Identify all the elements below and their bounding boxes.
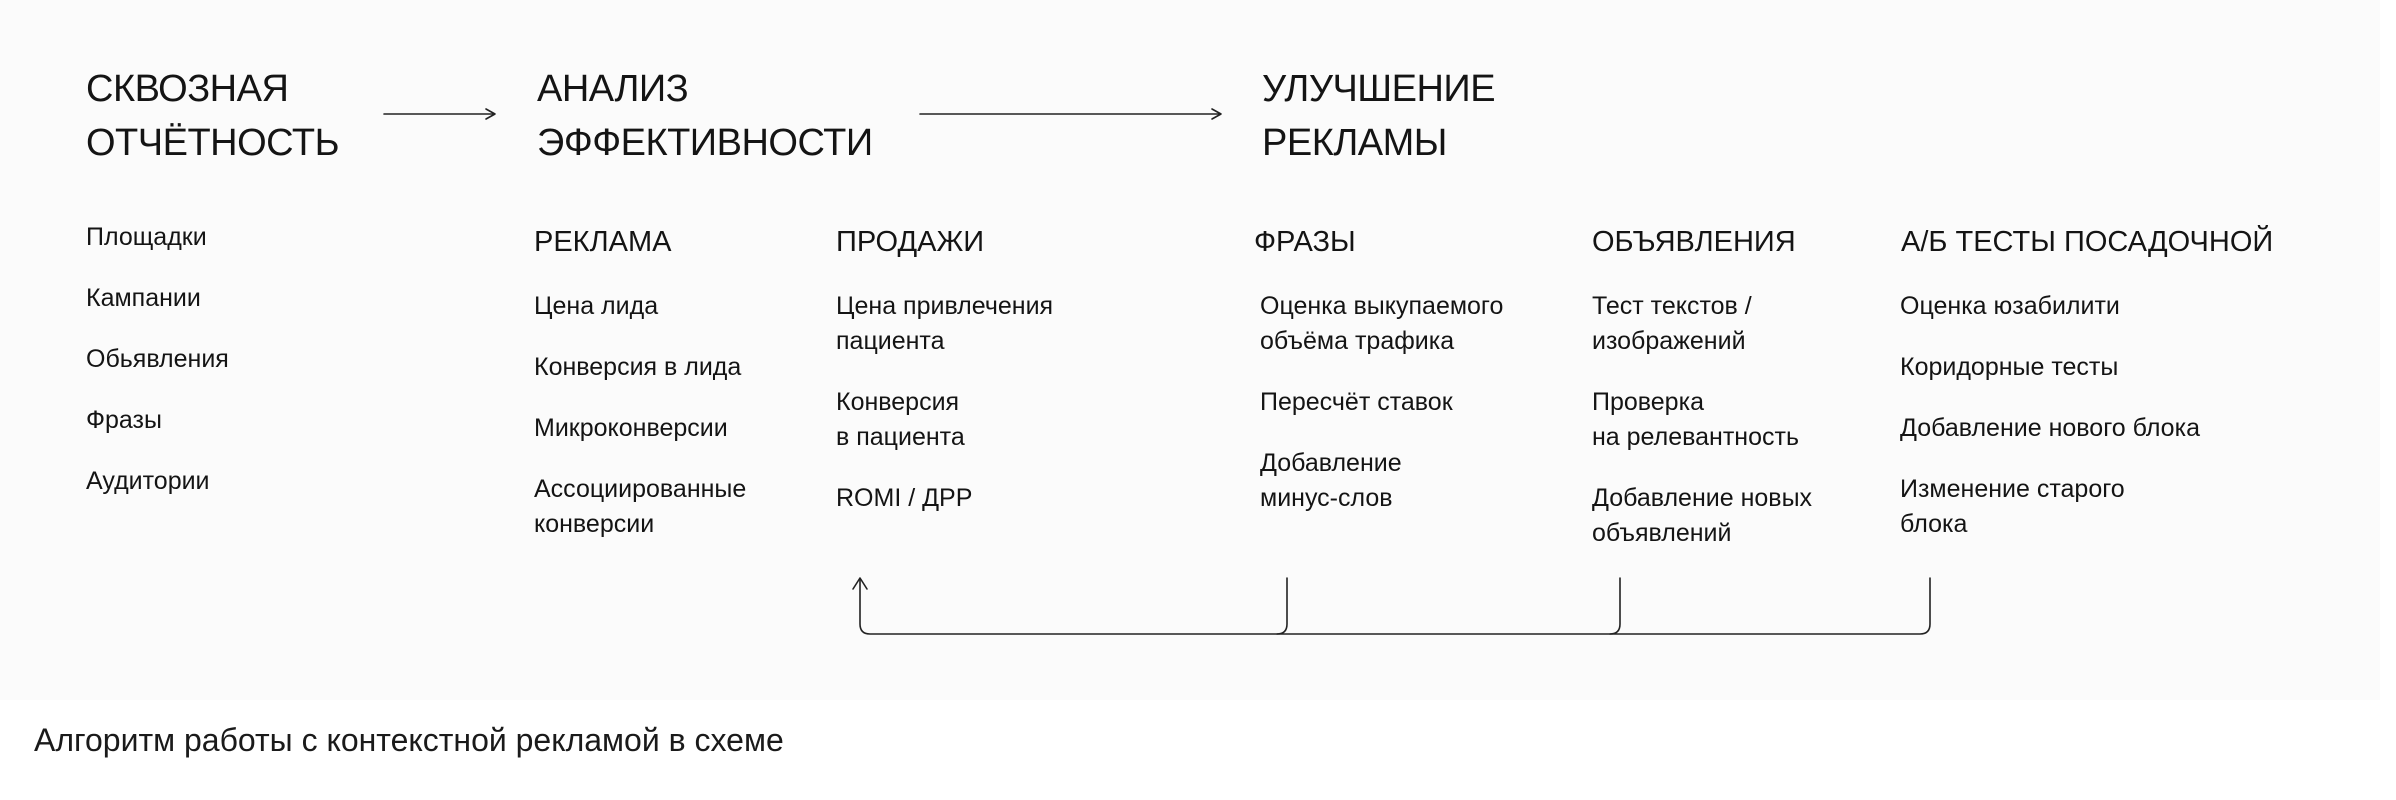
- list-item: Ассоциированные конверсии: [534, 475, 747, 538]
- list-item: Оценка юзабилити: [1900, 292, 2120, 320]
- list-item: Обьявления: [86, 345, 229, 373]
- column-phrases-list: Оценка выкупаемого объёма трафика Пересч…: [1260, 289, 1503, 542]
- stage-reporting-line1: СКВОЗНАЯ: [86, 68, 289, 110]
- list-item: Пересчёт ставок: [1260, 388, 1453, 416]
- list-item: Изменение старого блока: [1900, 475, 2125, 538]
- stage-improvement-line1: УЛУЧШЕНИЕ: [1262, 68, 1496, 110]
- list-item: Коридорные тесты: [1900, 353, 2119, 381]
- list-item: Микроконверсии: [534, 414, 728, 442]
- column-ads-list: Цена лида Конверсия в лида Микроконверси…: [534, 289, 746, 568]
- list-item: Цена лида: [534, 292, 659, 320]
- diagram-caption: Алгоритм работы с контекстной рекламой в…: [34, 722, 784, 758]
- list-item: Конверсия в пациента: [836, 388, 965, 451]
- stage-reporting-title: СКВОЗНАЯ ОТЧЁТНОСТЬ: [86, 62, 340, 170]
- list-item: Аудитории: [86, 467, 210, 495]
- column-phrases-title: ФРАЗЫ: [1254, 226, 1356, 258]
- list-item: Добавление новых объявлений: [1592, 484, 1813, 547]
- list-item: ROMI / ДРР: [836, 484, 973, 512]
- stage-improvement-title: УЛУЧШЕНИЕ РЕКЛАМЫ: [1262, 62, 1496, 170]
- list-item: Оценка выкупаемого объёма трафика: [1260, 292, 1504, 355]
- list-item: Кампании: [86, 284, 201, 312]
- stage-analysis-line2: ЭФФЕКТИВНОСТИ: [537, 122, 873, 164]
- list-item: Добавление минус-слов: [1260, 449, 1402, 512]
- list-item: Конверсия в лида: [534, 353, 742, 381]
- column-sales-list: Цена привлечения пациента Конверсия в па…: [836, 289, 1053, 542]
- list-item: Проверка на релевантность: [1592, 388, 1799, 451]
- column-announcements-title: ОБЪЯВЛЕНИЯ: [1592, 226, 1796, 258]
- column-landing-list: Оценка юзабилити Коридорные тесты Добавл…: [1900, 289, 2200, 568]
- list-item: Площадки: [86, 223, 207, 251]
- stage-analysis-line1: АНАЛИЗ: [537, 68, 689, 110]
- list-item: Цена привлечения пациента: [836, 292, 1054, 355]
- stage-analysis-title: АНАЛИЗ ЭФФЕКТИВНОСТИ: [537, 62, 873, 170]
- list-item: Добавление нового блока: [1900, 414, 2200, 442]
- list-item: Тест текстов / изображений: [1592, 292, 1752, 355]
- column-sales-title: ПРОДАЖИ: [836, 226, 985, 258]
- reporting-list: Площадки Кампании Обьявления Фразы Аудит…: [86, 220, 229, 525]
- stage-improvement-line2: РЕКЛАМЫ: [1262, 122, 1447, 164]
- column-landing-title: А/Б ТЕСТЫ ПОСАДОЧНОЙ: [1901, 226, 2274, 258]
- stage-reporting-line2: ОТЧЁТНОСТЬ: [86, 122, 340, 164]
- column-announcements-list: Тест текстов / изображений Проверка на р…: [1592, 289, 1812, 577]
- column-ads-title: РЕКЛАМА: [534, 226, 672, 258]
- list-item: Фразы: [86, 406, 162, 434]
